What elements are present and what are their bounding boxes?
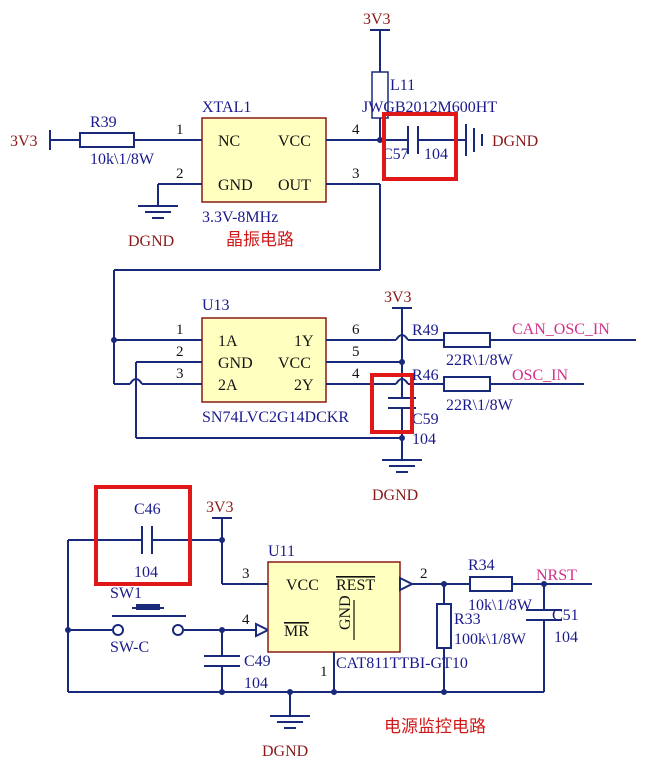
resistor-r39: 3V3 R39 10k\1/8W [10, 114, 202, 168]
svg-text:2: 2 [176, 166, 184, 182]
capacitor-c46: C46 104 [68, 501, 222, 581]
svg-text:104: 104 [244, 675, 268, 692]
svg-text:电源监控电路: 电源监控电路 [384, 717, 486, 737]
svg-text:R39: R39 [90, 114, 117, 131]
svg-text:22R\1/8W: 22R\1/8W [446, 397, 514, 414]
svg-text:1A: 1A [218, 333, 238, 350]
svg-text:XTAL1: XTAL1 [202, 99, 251, 116]
svg-text:5: 5 [352, 344, 360, 360]
svg-text:GND: GND [218, 355, 253, 372]
ground-symbol-u11 [270, 715, 310, 729]
svg-text:22R\1/8W: 22R\1/8W [446, 352, 514, 369]
svg-text:C49: C49 [244, 653, 271, 670]
svg-text:U13: U13 [202, 297, 230, 314]
svg-text:VCC: VCC [278, 355, 311, 372]
resistor-r33: R33 100k\1/8W [436, 584, 527, 692]
svg-text:OUT: OUT [278, 177, 311, 194]
svg-text:2: 2 [420, 566, 428, 582]
svg-text:DGND: DGND [128, 233, 174, 250]
svg-text:OSC_IN: OSC_IN [512, 367, 568, 384]
switch-sw1: SW1 SW-C [110, 585, 186, 656]
svg-text:104: 104 [412, 431, 436, 448]
svg-text:3: 3 [176, 366, 184, 382]
highlight-box-c46 [94, 485, 192, 586]
highlight-box-c57 [382, 112, 458, 181]
svg-text:晶振电路: 晶振电路 [226, 230, 294, 250]
svg-text:C59: C59 [412, 411, 439, 428]
capacitor-c49: C49 104 [204, 630, 271, 692]
ground-symbol-c59 [382, 459, 422, 473]
crystal-section: 3V3 L11 JWGB2012M600HT 3V3 R39 10k\1/8W … [10, 11, 538, 340]
ground-symbol-c57 [465, 124, 483, 156]
power-port-3v3-top: 3V3 [363, 11, 391, 72]
svg-text:SW-C: SW-C [110, 639, 149, 656]
xtal1-chip: XTAL1 NC GND VCC OUT 1 2 4 3 3.3V-8MHz 晶… [176, 99, 360, 250]
svg-text:R34: R34 [468, 557, 495, 574]
svg-text:REST: REST [336, 577, 375, 594]
svg-text:104: 104 [134, 564, 158, 581]
svg-text:2A: 2A [218, 377, 238, 394]
svg-text:DGND: DGND [492, 133, 538, 150]
svg-text:GND: GND [337, 595, 354, 630]
svg-text:CAN_OSC_IN: CAN_OSC_IN [512, 321, 610, 338]
svg-text:4: 4 [242, 612, 250, 628]
resistor-r46: R46 22R\1/8W OSC_IN [412, 367, 584, 414]
svg-text:NC: NC [218, 133, 240, 150]
svg-text:VCC: VCC [278, 133, 311, 150]
svg-text:DGND: DGND [262, 743, 308, 760]
svg-text:C57: C57 [382, 146, 409, 163]
resistor-r49: R49 22R\1/8W CAN_OSC_IN [412, 321, 636, 369]
svg-text:4: 4 [352, 122, 360, 138]
svg-text:1: 1 [176, 122, 184, 138]
svg-text:6: 6 [352, 322, 360, 338]
svg-text:3: 3 [242, 566, 250, 582]
svg-text:R49: R49 [412, 322, 439, 339]
svg-text:4: 4 [352, 366, 360, 382]
svg-text:SW1: SW1 [110, 585, 142, 602]
svg-text:3V3: 3V3 [384, 289, 412, 306]
svg-text:C46: C46 [134, 501, 161, 518]
svg-text:10k\1/8W: 10k\1/8W [90, 151, 155, 168]
svg-text:3V3: 3V3 [363, 11, 391, 28]
svg-text:1Y: 1Y [294, 333, 314, 350]
u13-chip: U13 1A GND 2A 1Y VCC 2Y 1 2 3 6 5 4 SN74… [176, 297, 360, 426]
svg-text:3: 3 [352, 166, 360, 182]
svg-text:R33: R33 [454, 611, 481, 628]
svg-text:SN74LVC2G14DCKR: SN74LVC2G14DCKR [202, 409, 349, 426]
svg-text:1: 1 [320, 664, 328, 680]
svg-text:3V3: 3V3 [206, 499, 234, 516]
svg-text:10k\1/8W: 10k\1/8W [468, 597, 533, 614]
svg-text:104: 104 [554, 629, 578, 646]
capacitor-c59: C59 104 [388, 397, 439, 460]
svg-text:100k\1/8W: 100k\1/8W [454, 631, 527, 648]
capacitor-c51: C51 104 [526, 584, 579, 692]
svg-text:U11: U11 [268, 543, 295, 560]
svg-text:NRST: NRST [536, 567, 577, 584]
svg-text:MR: MR [284, 623, 309, 640]
svg-text:1: 1 [176, 322, 184, 338]
svg-text:DGND: DGND [372, 487, 418, 504]
u11-chip: U11 VCC REST MR GND 3 4 2 1 CAT811TTBI-G… [242, 543, 486, 737]
svg-text:2: 2 [176, 344, 184, 360]
svg-text:VCC: VCC [286, 577, 319, 594]
power-monitor-section: C46 104 3V3 SW1 SW-C [65, 485, 592, 760]
svg-text:L11: L11 [390, 77, 415, 94]
svg-text:2Y: 2Y [294, 377, 314, 394]
svg-text:GND: GND [218, 177, 253, 194]
capacitor-c57: C57 104 [382, 126, 466, 163]
svg-text:CAT811TTBI-GT10: CAT811TTBI-GT10 [336, 655, 468, 672]
buffer-section: U13 1A GND 2A 1Y VCC 2Y 1 2 3 6 5 4 SN74… [111, 289, 636, 504]
svg-text:3V3: 3V3 [10, 133, 38, 150]
svg-text:C51: C51 [552, 607, 579, 624]
svg-text:JWGB2012M600HT: JWGB2012M600HT [362, 99, 497, 116]
svg-text:3.3V-8MHz: 3.3V-8MHz [202, 209, 278, 226]
resistor-r34: R34 10k\1/8W NRST [468, 557, 592, 614]
highlight-box-c59 [370, 373, 414, 434]
ground-symbol-xtal [138, 205, 178, 219]
inductor-l11: L11 JWGB2012M600HT [362, 71, 497, 140]
svg-text:104: 104 [424, 146, 448, 163]
svg-text:R46: R46 [412, 367, 439, 384]
